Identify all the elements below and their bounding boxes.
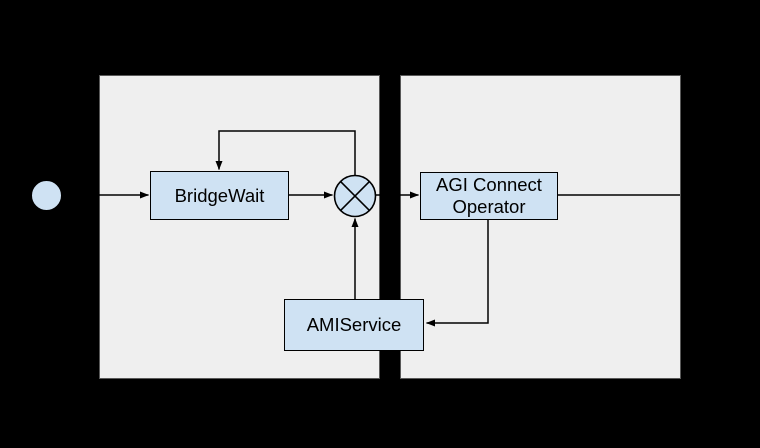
task-node-amiservice: AMIService (284, 299, 424, 351)
task-label-agi-connect-operator: AGI Connect Operator (436, 174, 542, 217)
edge-agi-to-amiservice (426, 220, 489, 327)
task-node-agi-connect-operator: AGI Connect Operator (420, 172, 558, 220)
xor-gateway-node (333, 174, 377, 218)
lane-right (400, 75, 681, 379)
task-label-bridgewait: BridgeWait (174, 184, 265, 206)
task-node-bridgewait: BridgeWait (150, 171, 289, 220)
start-event-node (31, 180, 62, 211)
edge-gateway-loop-to-bridgewait (215, 130, 356, 175)
x-gateway-icon (340, 181, 370, 211)
task-label-amiservice: AMIService (306, 314, 402, 336)
